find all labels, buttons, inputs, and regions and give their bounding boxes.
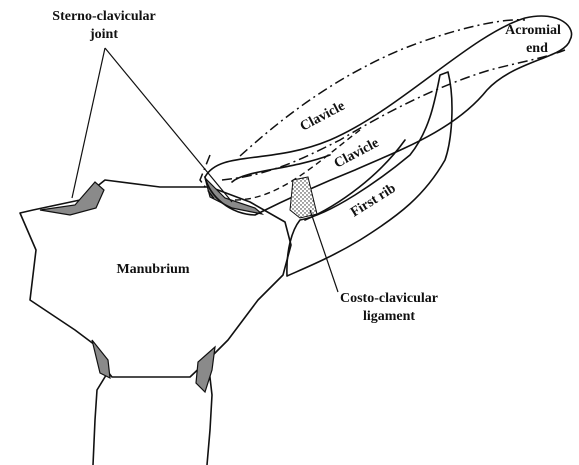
manubriosternal-cartilage-right <box>196 347 215 392</box>
manubriosternal-cartilage-left <box>92 340 110 378</box>
label-ligament: ligament <box>363 309 415 324</box>
label-acromial: Acromial <box>505 23 561 38</box>
label-first-rib: First rib <box>348 181 399 220</box>
clavicle-alt-lower <box>222 50 565 180</box>
label-sterno-clavicular: Sterno-clavicular <box>52 9 155 24</box>
first-rib-outline <box>287 72 452 276</box>
costo-clavicular-ligament <box>290 177 317 218</box>
label-costo-clavicular: Costo-clavicular <box>340 291 438 306</box>
label-end: end <box>526 41 548 56</box>
label-manubrium: Manubrium <box>116 262 189 277</box>
leader-sterno-left <box>72 48 105 198</box>
sternoclavicular-cartilage-left <box>40 182 104 215</box>
label-joint: joint <box>89 27 118 42</box>
leader-sterno-right <box>105 48 232 202</box>
leader-costo <box>310 210 338 292</box>
sternal-body-left <box>93 372 108 465</box>
